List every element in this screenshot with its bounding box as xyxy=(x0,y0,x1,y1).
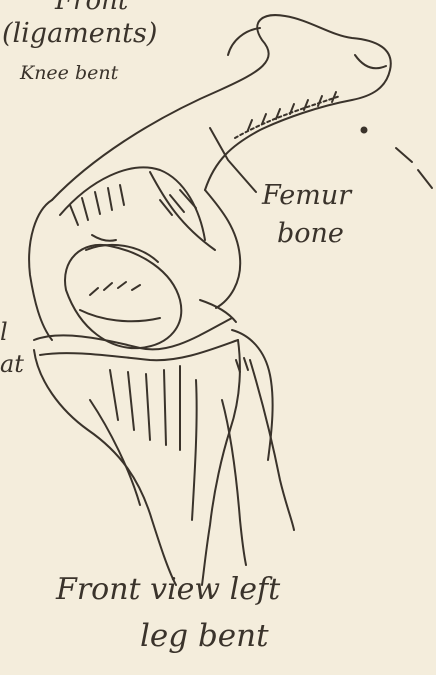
header-label-ligaments: (ligaments) xyxy=(2,18,157,49)
header-label-front: Front xyxy=(55,0,128,16)
joint-line xyxy=(34,300,238,360)
femur-pointer xyxy=(210,128,256,192)
caption-line1: Front view left xyxy=(56,572,280,607)
patella xyxy=(65,245,181,348)
caption-line2: leg bent xyxy=(140,618,269,654)
femur-label-line2: bone xyxy=(277,218,344,249)
left-label-fragment-1: l xyxy=(0,318,8,346)
header-label-knee-bent: Knee bent xyxy=(20,62,118,84)
left-label-fragment-2: at xyxy=(0,350,24,378)
tibia-bone xyxy=(34,340,240,585)
fibula-bone xyxy=(222,330,294,565)
femur-label-line1: Femur xyxy=(262,180,351,211)
